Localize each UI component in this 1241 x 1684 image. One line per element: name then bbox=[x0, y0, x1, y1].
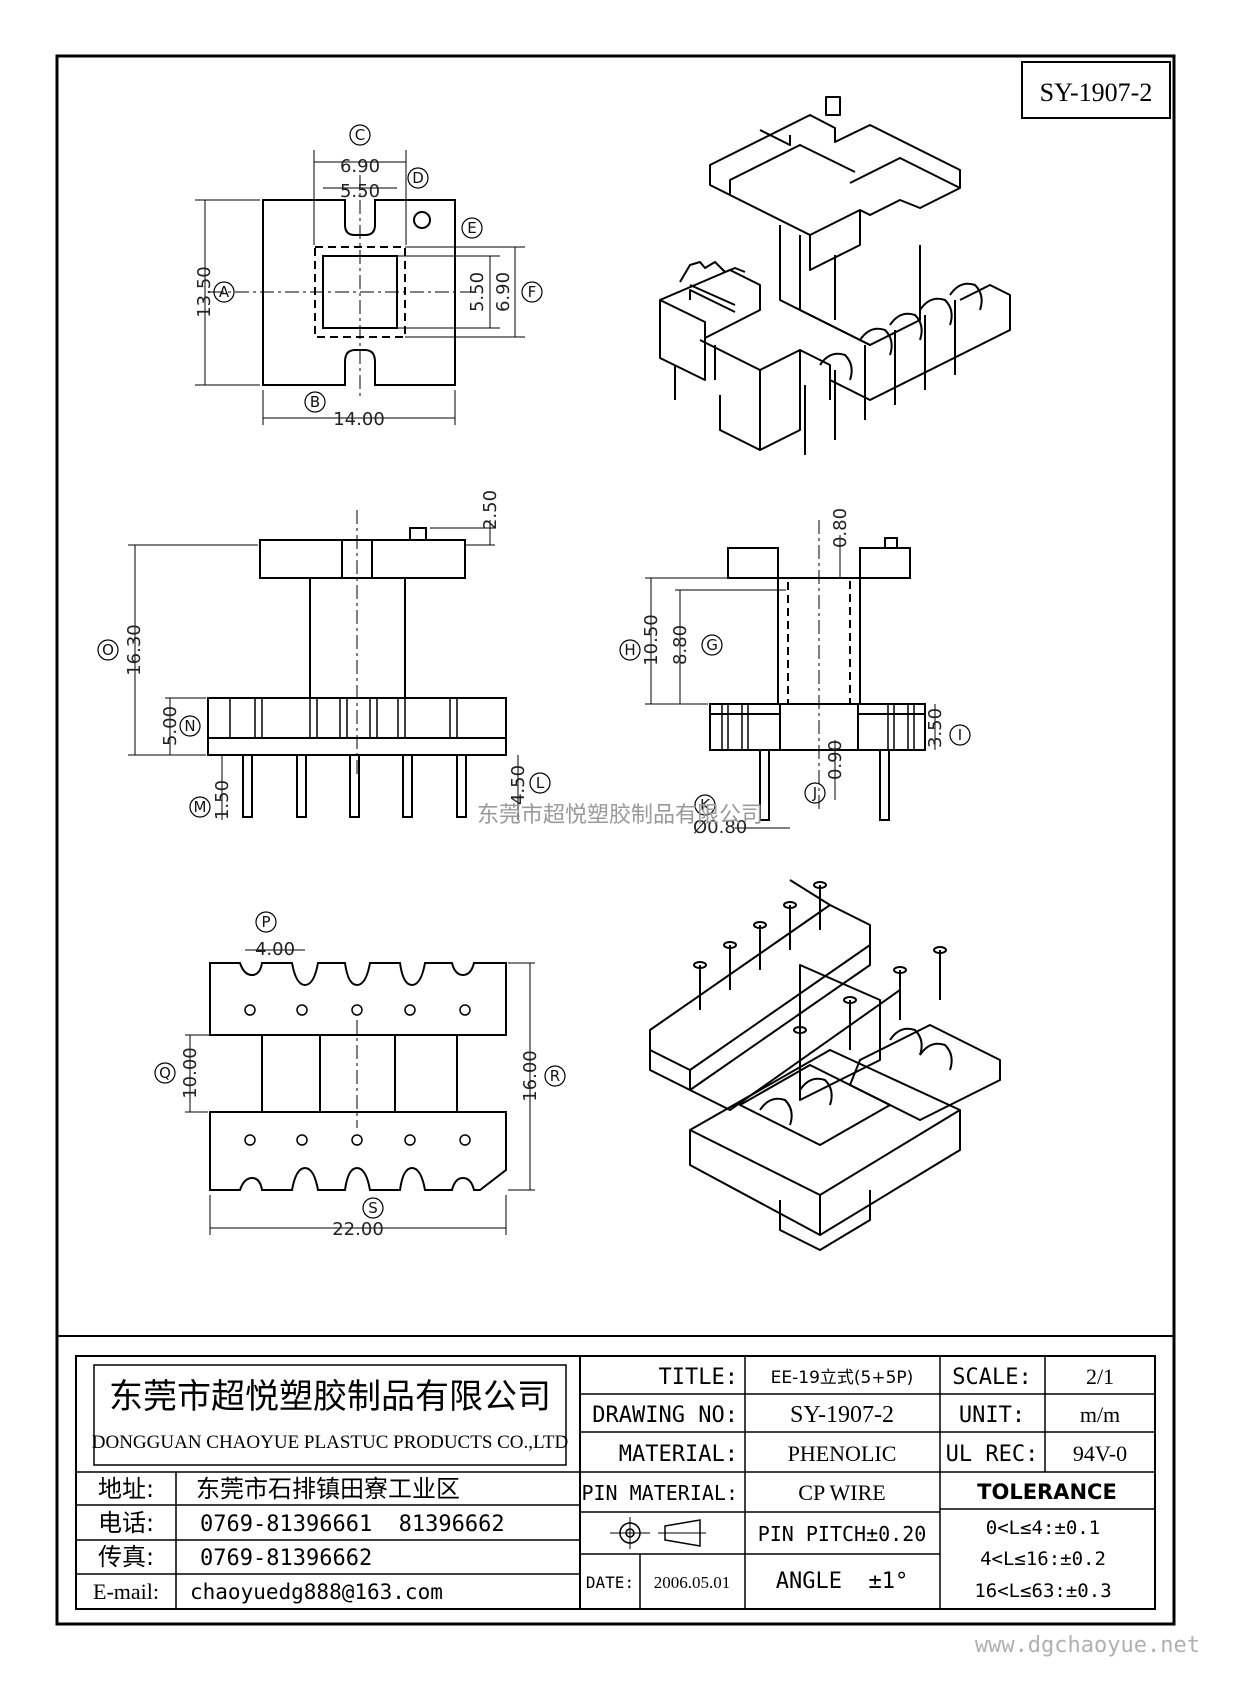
isometric-view-top bbox=[659, 96, 1011, 455]
drawing-no-label: DRAWING NO: bbox=[592, 1403, 738, 1428]
marker-s: S bbox=[368, 1199, 378, 1217]
phone-label: 电话: bbox=[98, 1509, 154, 1537]
dim-dia-0-80: Ø0.80 bbox=[693, 817, 747, 838]
watermark-center: 东莞市超悦塑胶制品有限公司 bbox=[477, 803, 763, 828]
company-name-en: DONGGUAN CHAOYUE PLASTUC PRODUCTS CO.,LT… bbox=[92, 1432, 568, 1453]
marker-a: A bbox=[219, 283, 230, 301]
unit-label: UNIT: bbox=[959, 1403, 1025, 1428]
dim-0-90: 0.90 bbox=[825, 740, 846, 780]
date-value: 2006.05.01 bbox=[654, 1573, 731, 1592]
dim-10-50: 10.50 bbox=[641, 614, 662, 666]
projection-symbol-icon bbox=[610, 1517, 706, 1549]
marker-f: F bbox=[528, 283, 537, 301]
marker-i: I bbox=[958, 726, 962, 744]
side-view bbox=[645, 520, 936, 829]
dim-6-90-f: 6.90 bbox=[493, 272, 514, 312]
top-view-labels: 6.90 5.50 13.50 14.00 5.50 6.90 C D E F … bbox=[194, 124, 543, 430]
marker-e: E bbox=[467, 219, 476, 237]
drawing-no-value: SY-1907-2 bbox=[790, 1402, 894, 1428]
marker-c: C bbox=[355, 126, 365, 144]
bottom-view bbox=[185, 949, 535, 1235]
marker-q: Q bbox=[159, 1064, 171, 1082]
dim-0-80-top: 0.80 bbox=[830, 508, 851, 548]
marker-k: K bbox=[700, 796, 711, 814]
drawing-number-box: SY-1907-2 bbox=[1021, 61, 1171, 119]
dim-5-50-e: 5.50 bbox=[467, 272, 488, 312]
email-value: chaoyuedg888@163.com bbox=[190, 1580, 443, 1604]
material-value: PHENOLIC bbox=[788, 1441, 897, 1466]
pin-material-label: PIN MATERIAL: bbox=[581, 1481, 738, 1505]
isometric-view-bottom bbox=[649, 879, 1001, 1251]
marker-j: J bbox=[812, 784, 817, 802]
marker-r: R bbox=[550, 1067, 560, 1085]
marker-o: O bbox=[102, 641, 114, 659]
dim-16-30: 16.30 bbox=[124, 624, 145, 676]
marker-p: P bbox=[261, 913, 270, 931]
ul-rec-value: 94V-0 bbox=[1073, 1441, 1127, 1466]
bottom-view-labels: 4.00 10.00 16.00 22.00 P Q R S bbox=[154, 911, 566, 1240]
address-label: 地址: bbox=[98, 1475, 154, 1503]
title-block bbox=[75, 1355, 1156, 1610]
front-view bbox=[128, 510, 519, 820]
dim-16-00: 16.00 bbox=[520, 1050, 541, 1102]
fax-label: 传真: bbox=[98, 1543, 154, 1571]
dim-13-50: 13.50 bbox=[194, 266, 215, 318]
dim-22-00: 22.00 bbox=[332, 1219, 384, 1240]
title-block-text: 东莞市超悦塑胶制品有限公司 DONGGUAN CHAOYUE PLASTUC P… bbox=[92, 1364, 1127, 1604]
address-value: 东莞市石排镇田寮工业区 bbox=[196, 1475, 460, 1503]
dim-14-00: 14.00 bbox=[333, 409, 385, 430]
drawing-number-box-text: SY-1907-2 bbox=[1040, 78, 1153, 107]
date-label: DATE: bbox=[586, 1573, 634, 1592]
dim-5-00: 5.00 bbox=[160, 706, 181, 746]
dim-1-50: 1.50 bbox=[212, 780, 233, 820]
marker-b: B bbox=[310, 393, 320, 411]
marker-d: D bbox=[412, 169, 424, 187]
scale-label: SCALE: bbox=[952, 1365, 1031, 1390]
pin-pitch-value: PIN PITCH±0.20 bbox=[758, 1522, 927, 1546]
pin-material-value: CP WIRE bbox=[798, 1480, 885, 1505]
material-label: MATERIAL: bbox=[619, 1442, 738, 1467]
company-name-cn: 东莞市超悦塑胶制品有限公司 bbox=[109, 1377, 551, 1417]
marker-l: L bbox=[536, 774, 545, 792]
tolerance-range-2: 4<L≤16:±0.2 bbox=[980, 1548, 1106, 1570]
marker-h: H bbox=[624, 641, 635, 659]
dim-10-00: 10.00 bbox=[180, 1047, 201, 1099]
marker-m: M bbox=[194, 798, 207, 816]
title-value: EE-19立式(5+5P) bbox=[771, 1368, 914, 1388]
ul-rec-label: UL REC: bbox=[946, 1442, 1039, 1467]
email-label: E-mail: bbox=[93, 1579, 159, 1604]
tolerance-range-3: 16<L≤63:±0.3 bbox=[974, 1580, 1111, 1602]
top-view bbox=[195, 150, 525, 425]
unit-value: m/m bbox=[1080, 1402, 1120, 1427]
angle-value: ANGLE ±1° bbox=[776, 1569, 908, 1594]
dim-4-00: 4.00 bbox=[255, 939, 295, 960]
dim-6-90-top: 6.90 bbox=[340, 156, 380, 177]
dim-3-50: 3.50 bbox=[925, 708, 946, 748]
tolerance-range-1: 0<L≤4:±0.1 bbox=[986, 1517, 1100, 1539]
watermark-footer: www.dgchaoyue.net bbox=[975, 1633, 1200, 1658]
front-view-labels: 2.50 16.30 5.00 1.50 4.50 O N M L bbox=[97, 490, 551, 820]
side-view-labels: 0.80 10.50 8.80 3.50 0.90 Ø0.80 H G I J … bbox=[619, 508, 971, 838]
marker-g: G bbox=[706, 636, 718, 654]
phone-value: 0769-81396661 81396662 bbox=[200, 1512, 505, 1537]
scale-value: 2/1 bbox=[1086, 1364, 1114, 1389]
marker-n: N bbox=[184, 717, 195, 735]
tolerance-label: TOLERANCE bbox=[977, 1480, 1117, 1504]
dim-8-80: 8.80 bbox=[670, 625, 691, 665]
dim-5-50-top: 5.50 bbox=[340, 181, 380, 202]
dim-4-50: 4.50 bbox=[508, 765, 529, 805]
dim-2-50: 2.50 bbox=[480, 490, 501, 530]
outer-frame bbox=[55, 54, 1176, 1626]
title-label: TITLE: bbox=[659, 1365, 738, 1390]
fax-value: 0769-81396662 bbox=[200, 1546, 372, 1571]
